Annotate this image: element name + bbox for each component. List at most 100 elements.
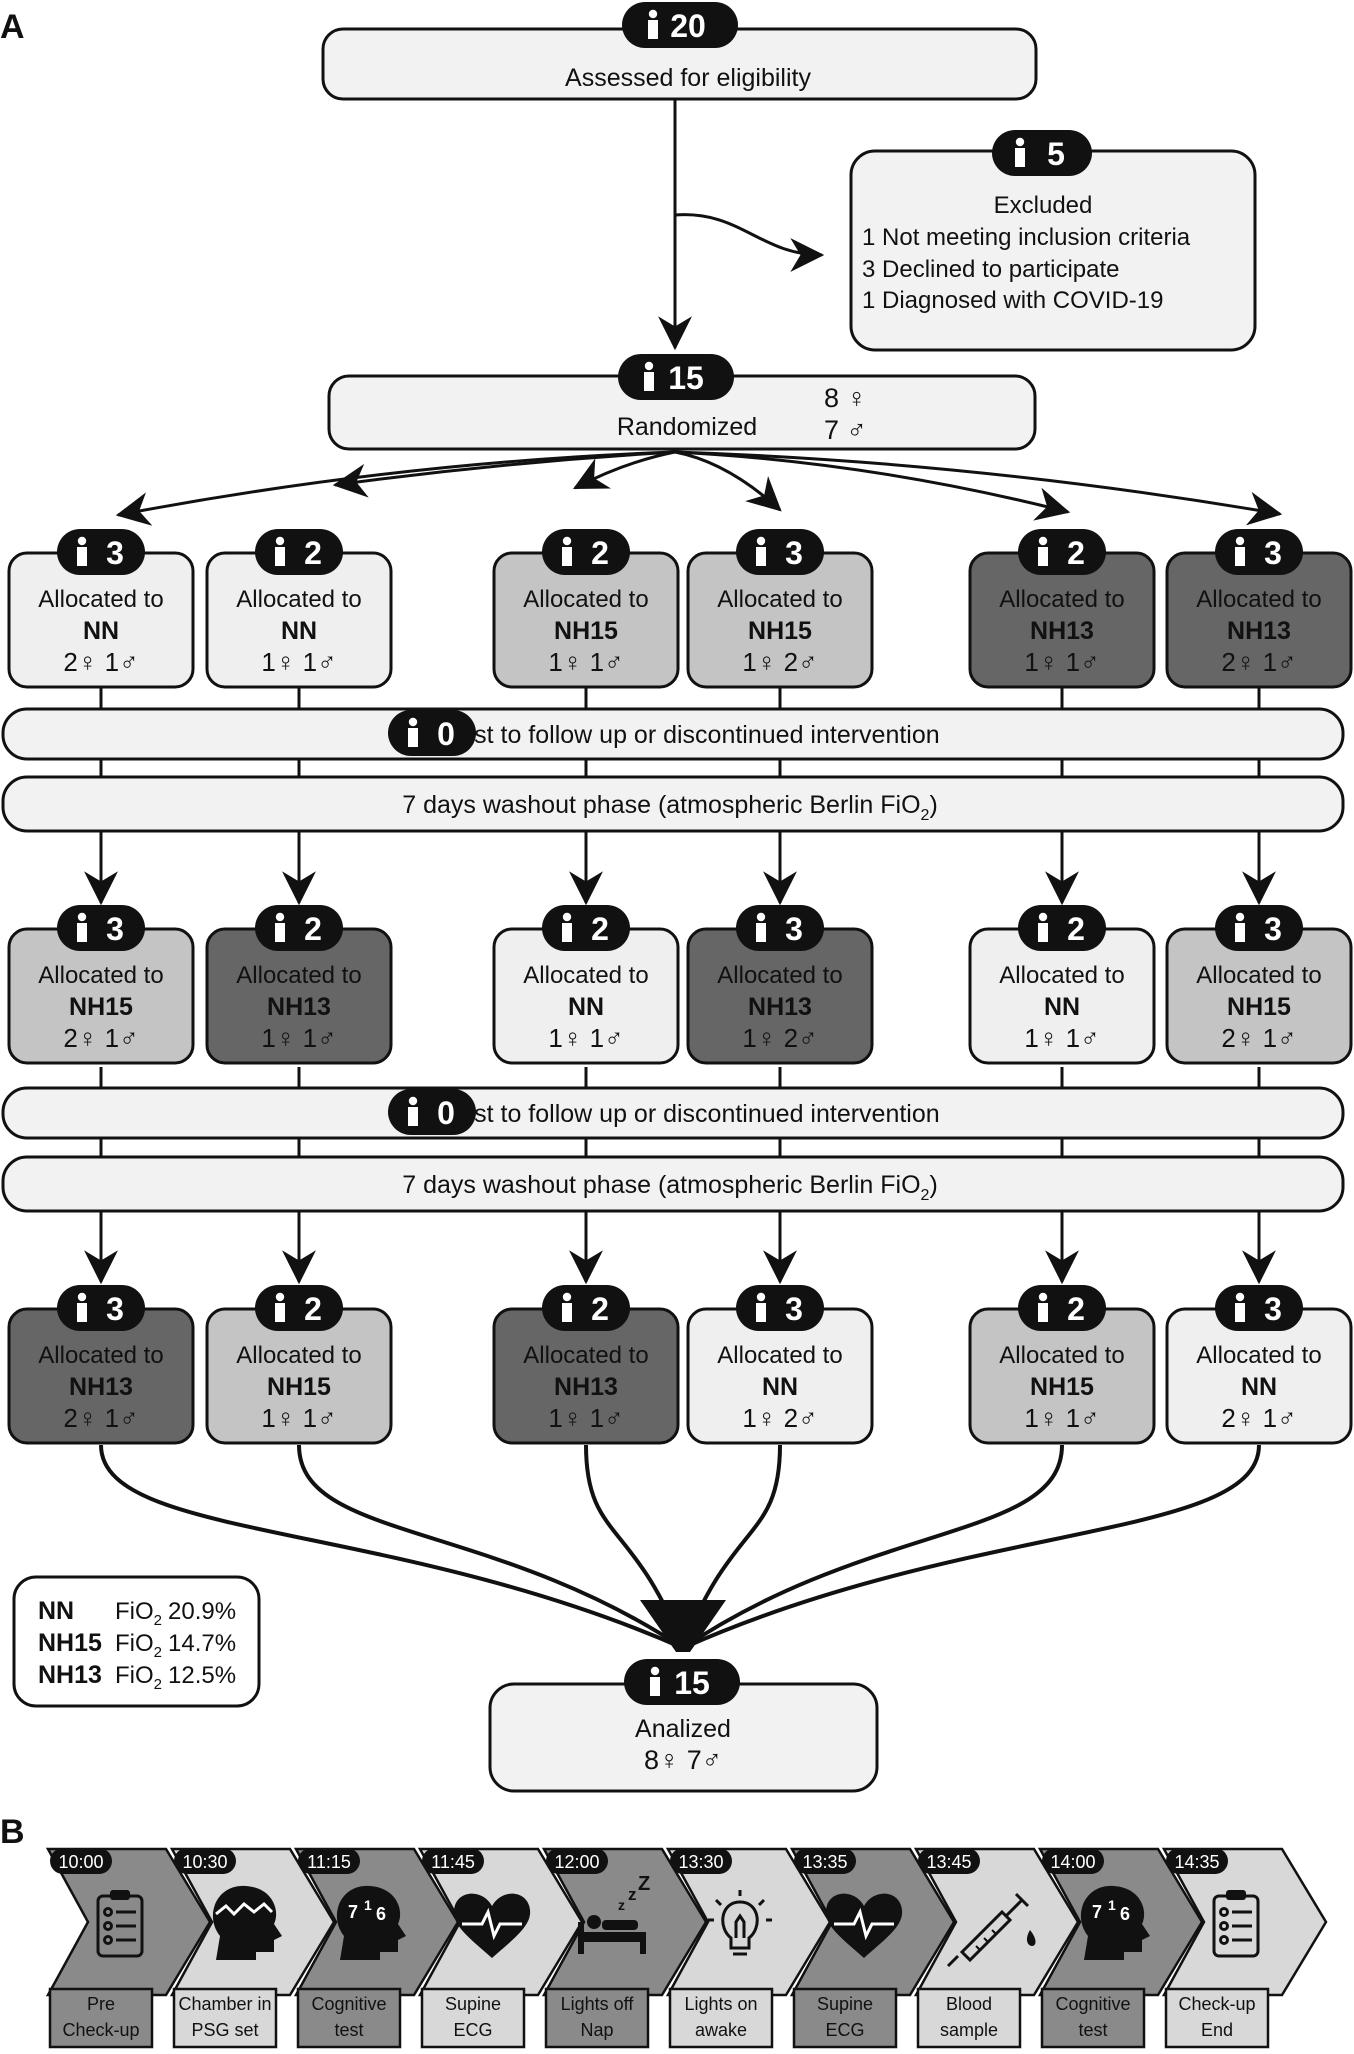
- heart-ecg-icon: [825, 1893, 903, 1958]
- allocated-count: 2: [591, 911, 609, 947]
- allocated-prefix: Allocated to: [523, 1342, 648, 1369]
- merge-line: [682, 1444, 1261, 1650]
- merge-line: [681, 1444, 1064, 1650]
- analyzed-label: Analized: [635, 1715, 731, 1743]
- allocated-group: NH13: [748, 993, 812, 1021]
- timeline-label-line1: Check-up: [1178, 1994, 1255, 2014]
- assessed-count: 20: [670, 8, 706, 44]
- allocated-count: 3: [785, 1291, 803, 1327]
- legend-fio-value: 12.5%: [168, 1662, 236, 1689]
- timeline-time: 10:00: [58, 1852, 103, 1872]
- allocated-count-badge: 2: [1018, 529, 1106, 575]
- washout-text: 7 days washout phase (atmospheric Berlin…: [402, 1171, 920, 1199]
- allocated-count-badge: 2: [255, 1285, 343, 1331]
- top-connectors: [658, 100, 825, 351]
- randomization-arrows: [115, 450, 1283, 526]
- timeline-time-badge: 13:30: [670, 1848, 732, 1874]
- allocated-prefix: Allocated to: [38, 1342, 163, 1369]
- allocated-sex: 1♀ 1♂: [1024, 647, 1099, 677]
- timeline-time: 12:00: [554, 1852, 599, 1872]
- timeline-label-line2: Nap: [580, 2020, 613, 2040]
- timeline-time-badge: 13:45: [918, 1848, 980, 1874]
- allocated-sex: 1♀ 1♂: [548, 647, 623, 677]
- washout-close: ): [929, 791, 937, 819]
- allocated-count: 2: [304, 911, 322, 947]
- timeline-label-line2: End: [1201, 2020, 1233, 2040]
- excluded-reason: 1 Diagnosed with COVID-19: [862, 287, 1163, 314]
- excluded-box: Excluded 1 Not meeting inclusion criteri…: [849, 149, 1257, 352]
- allocated-group: NH13: [1030, 617, 1094, 645]
- merge-line: [297, 1444, 685, 1650]
- timeline-time: 14:00: [1050, 1852, 1095, 1872]
- allocated-count-badge: 3: [57, 529, 145, 575]
- washout-arrows: [84, 833, 1276, 1285]
- lost-follow-up-label: Lost to follow up or discontinued interv…: [446, 1100, 939, 1128]
- allocated-count: 3: [106, 535, 124, 571]
- timeline-time: 11:15: [307, 1852, 351, 1872]
- excluded-title: Excluded: [994, 192, 1093, 219]
- legend-group: NH13: [38, 1661, 102, 1689]
- phase-bands: Lost to follow up or discontinued interv…: [1, 707, 1345, 1213]
- allocated-group: NH15: [69, 993, 133, 1021]
- allocated-sex: 2♀ 1♂: [63, 647, 138, 677]
- allocated-prefix: Allocated to: [236, 1342, 361, 1369]
- timeline-label-line2: ECG: [453, 2020, 492, 2040]
- allocated-count-badge: 3: [57, 905, 145, 951]
- timeline-time-badge: 14:35: [1166, 1848, 1228, 1874]
- timeline-chevron: [665, 1847, 832, 1997]
- allocated-count-badge: 3: [736, 529, 824, 575]
- excluded-count-badge: 5: [992, 130, 1092, 176]
- allocated-prefix: Allocated to: [717, 1342, 842, 1369]
- randomized-female: 8 ♀: [824, 383, 867, 413]
- allocated-sex: 2♀ 1♂: [1221, 1023, 1296, 1053]
- timeline-time: 10:30: [182, 1852, 227, 1872]
- allocated-count-badge: 2: [1018, 1285, 1106, 1331]
- timeline-time: 13:30: [678, 1852, 723, 1872]
- allocated-count-badge: 2: [542, 1285, 630, 1331]
- timeline-chevron: [1161, 1847, 1328, 1997]
- timeline-label-line2: awake: [695, 2020, 747, 2040]
- washout-label: 7 days washout phase (atmospheric Berlin…: [402, 1171, 938, 1204]
- lost-follow-up-band: Lost to follow up or discontinued interv…: [1, 707, 1345, 761]
- timeline-label-line1: Lights on: [684, 1994, 757, 2014]
- allocated-count: 2: [1067, 1291, 1085, 1327]
- timeline-label-line1: Cognitive: [1055, 1994, 1130, 2014]
- assessed-count-badge: 20: [622, 2, 738, 48]
- allocated-group: NH15: [554, 617, 618, 645]
- allocated-prefix: Allocated to: [236, 586, 361, 613]
- allocated-prefix: Allocated to: [717, 962, 842, 989]
- svg-text:7: 7: [348, 1902, 358, 1922]
- svg-text:1: 1: [1108, 1897, 1116, 1913]
- allocated-count-badge: 2: [255, 905, 343, 951]
- legend-fio-label: FiO: [115, 1662, 154, 1689]
- allocated-sex: 1♀ 2♂: [742, 1403, 817, 1433]
- timeline-label-line2: PSG set: [191, 2020, 258, 2040]
- allocated-count-badge: 3: [1215, 905, 1303, 951]
- excluded-reason: 1 Not meeting inclusion criteria: [862, 224, 1191, 251]
- allocated-count: 3: [785, 535, 803, 571]
- allocated-sex: 2♀ 1♂: [63, 1023, 138, 1053]
- washout-label: 7 days washout phase (atmospheric Berlin…: [402, 791, 938, 824]
- lost-count: 0: [437, 1095, 455, 1131]
- lost-count-badge: 0: [388, 710, 476, 756]
- washout-subscript: 2: [921, 1187, 930, 1204]
